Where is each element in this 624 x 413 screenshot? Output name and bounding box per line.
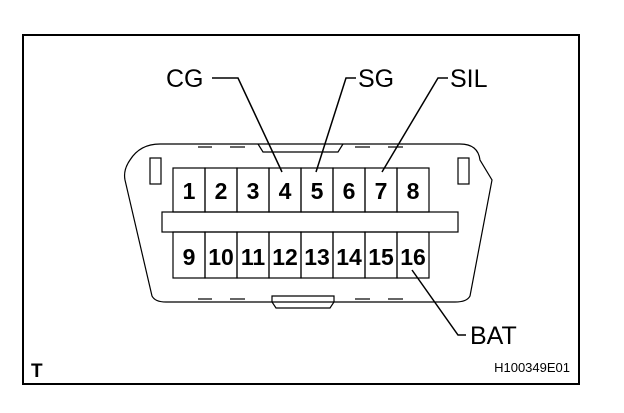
- pin-number: 9: [183, 244, 196, 270]
- pin-number: 3: [247, 178, 260, 204]
- top-pin-row: [172, 167, 430, 213]
- sil-leader: [381, 77, 448, 173]
- callout-sg: SG: [358, 65, 394, 93]
- sg-leader: [315, 77, 356, 173]
- bottom-key-tab: [271, 295, 335, 309]
- left-mounting-slot: [149, 157, 162, 185]
- pin-number: 15: [368, 244, 394, 270]
- pin-cell: [396, 231, 430, 279]
- cg-leader: [212, 77, 283, 173]
- bat-leader: [411, 269, 466, 336]
- pin-number: 2: [215, 178, 228, 204]
- center-divider: [161, 211, 459, 233]
- pin-cell: [396, 167, 430, 213]
- callout-bat: BAT: [470, 322, 517, 350]
- pin-number: 12: [272, 244, 298, 270]
- right-mounting-slot: [457, 157, 470, 185]
- top-key-notch: [257, 143, 344, 153]
- pin-number: 1: [183, 178, 196, 204]
- pin-number: 16: [400, 244, 426, 270]
- leader-lines: [212, 77, 466, 336]
- callout-cg: CG: [166, 65, 204, 93]
- pin-number: 7: [375, 178, 388, 204]
- pin-number: 8: [407, 178, 420, 204]
- figure-frame: [22, 34, 580, 385]
- figure-code: H100349E01: [494, 360, 570, 375]
- pin-number: 13: [304, 244, 330, 270]
- top-pin-numbers: 1 2 3 4 5 6 7 8: [183, 178, 420, 204]
- pin-number: 11: [241, 244, 266, 270]
- pin-number: 5: [311, 178, 324, 204]
- corner-label: T: [31, 361, 43, 382]
- pin-number: 14: [336, 244, 362, 270]
- pin-number: 10: [208, 244, 234, 270]
- bottom-pin-row: [172, 231, 430, 279]
- bottom-pin-numbers: 9 10 11 12 13 14 15 16: [183, 244, 426, 270]
- pin-number: 6: [343, 178, 356, 204]
- connector-body: [123, 143, 493, 303]
- pin-number: 4: [279, 178, 292, 204]
- callout-sil: SIL: [450, 65, 488, 93]
